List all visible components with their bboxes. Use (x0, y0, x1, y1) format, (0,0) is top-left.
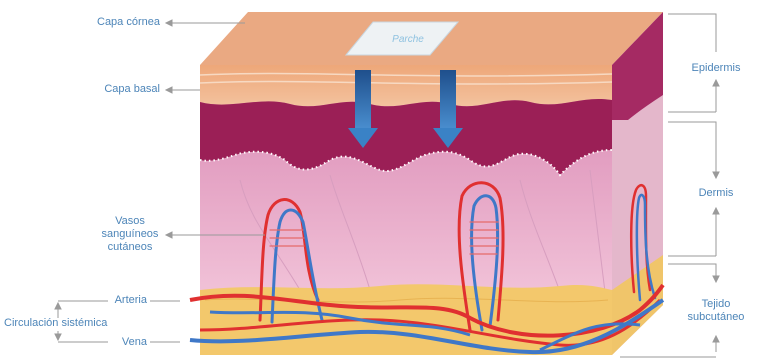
label-vasos: Vasos sanguíneos cutáneos (95, 215, 165, 254)
label-vasos-line-3: cutáneos (95, 241, 165, 254)
label-vasos-line-1: Vasos (95, 215, 165, 228)
label-capa-basal: Capa basal (104, 83, 160, 96)
label-tejido-subcutaneo: Tejido subcutáneo (676, 298, 756, 324)
label-circulacion-sistemica: Circulación sistémica (4, 317, 107, 330)
label-arteria: Arteria (115, 294, 147, 307)
label-capa-cornea: Capa córnea (97, 16, 160, 29)
label-epidermis: Epidermis (680, 62, 752, 75)
label-dermis: Dermis (680, 187, 752, 200)
patch-label: Parche (392, 34, 424, 45)
epidermis-layer (200, 65, 612, 106)
label-vasos-line-2: sanguíneos (95, 228, 165, 241)
label-vena: Vena (122, 336, 147, 349)
label-tejido-line-2: subcutáneo (676, 311, 756, 324)
label-tejido-line-1: Tejido (676, 298, 756, 311)
